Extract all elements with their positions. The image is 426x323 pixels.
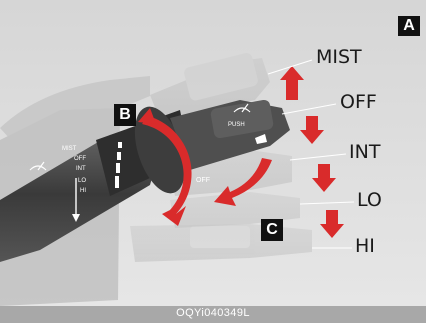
position-label-lo: LO — [357, 190, 382, 210]
callout-b: B — [114, 104, 136, 126]
image-code: OQYi040349L — [0, 307, 426, 319]
stalk-label-push: PUSH — [228, 122, 245, 128]
callout-a: A — [398, 16, 420, 36]
stalk-label-off-ring: OFF — [196, 177, 210, 184]
position-label-int: INT — [349, 142, 380, 162]
position-label-off: OFF — [340, 92, 377, 112]
stalk-label-mist: MIST — [62, 146, 77, 152]
position-label-hi: HI — [355, 236, 375, 256]
position-label-mist: MIST — [316, 47, 362, 67]
stalk-label-lo: LO — [78, 178, 86, 184]
stalk-label-int: INT — [76, 166, 86, 172]
callout-c: C — [261, 219, 283, 241]
stalk-label-off: OFF — [74, 156, 86, 162]
stalk-label-hi: HI — [80, 188, 86, 194]
